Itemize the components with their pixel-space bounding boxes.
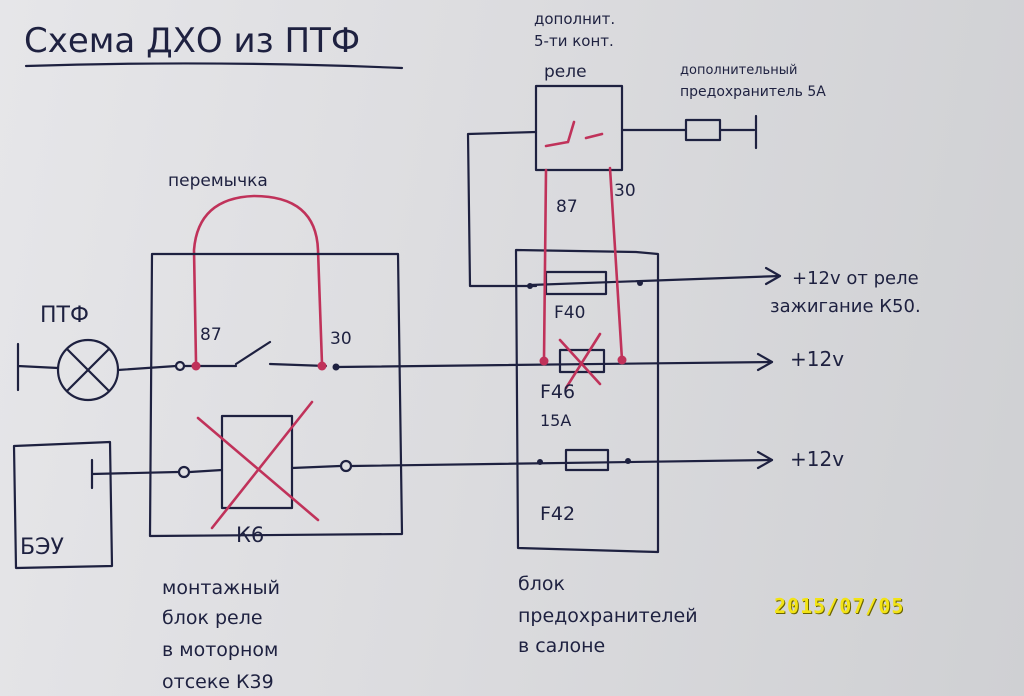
k6-terminal-right: [339, 459, 353, 473]
f40-terminal-right: [637, 280, 643, 286]
diagram-title: Схема ДХО из ПТФ: [24, 21, 360, 61]
fuse-block-box: [514, 248, 660, 554]
pin87-terminal: [174, 360, 186, 372]
fuse-block-caption-2: предохранителей: [518, 605, 698, 627]
f40-label: F40: [554, 303, 585, 323]
mount-block-caption-4: отсеке К39: [162, 671, 274, 693]
pin87-left-label: 87: [200, 325, 222, 345]
extra-fuse-symbol: [684, 118, 722, 142]
extra-relay-label-1: дополнит.: [534, 10, 615, 28]
f46-label: F46: [540, 381, 575, 403]
out-bot-label: +12v: [790, 447, 844, 471]
extra-relay-label-2: 5-ти конт.: [534, 32, 614, 50]
f46-red-joint-right: [617, 355, 627, 365]
k6-label: К6: [236, 523, 264, 547]
extra-fuse-label-2: предохранитель 5А: [680, 84, 826, 100]
out-top-label-2: зажигание К50.: [770, 296, 921, 317]
f42-fuse-symbol: [564, 448, 610, 472]
relay-feed-wire: [466, 130, 538, 288]
f46-cross-out: [558, 332, 602, 390]
date-stamp: 2015/07/05: [774, 594, 905, 618]
beu-label: БЭУ: [20, 535, 64, 560]
k6-relay-box: [220, 414, 294, 510]
k6-cross-out: [196, 400, 320, 530]
beu-box: [12, 440, 114, 570]
title-underline: [24, 62, 404, 70]
mount-block-caption-1: монтажный: [162, 577, 280, 599]
ptf-wire: [116, 364, 178, 372]
f46-amp-label: 15А: [540, 411, 571, 430]
ptf-lamp-cross: [66, 348, 110, 392]
extra-relay-label-3: реле: [544, 62, 587, 82]
out-top-label-1: +12v от реле: [792, 268, 919, 289]
fuse-block-caption-1: блок: [518, 573, 565, 595]
arrow-top: [764, 266, 782, 286]
extra-relay-contact: [544, 120, 604, 148]
mount-block-caption-2: блок реле: [162, 607, 263, 629]
jumper-label: перемычка: [168, 171, 268, 191]
k6-wires: [188, 464, 342, 474]
main-wire-f46: [334, 360, 774, 369]
relay-red-wires: [542, 166, 624, 362]
jumper-joint-87: [191, 361, 201, 371]
k39-relay-contact: [182, 340, 328, 368]
pin30-right-label: 30: [614, 181, 636, 201]
ptf-label: ПТФ: [40, 303, 89, 328]
wire-f40: [528, 274, 782, 287]
fuse-block-caption-3: в салоне: [518, 635, 605, 657]
f46-fuse-symbol: [558, 348, 606, 374]
extra-fuse-label-1: дополнительный: [680, 63, 797, 78]
beu-wire: [90, 458, 180, 490]
f46-red-joint-left: [539, 356, 549, 366]
bottom-wire-f42: [350, 458, 774, 468]
jumper-wire: [192, 194, 324, 366]
f42-label: F42: [540, 503, 575, 525]
mount-block-caption-3: в моторном: [162, 639, 278, 661]
f40-terminal-left: [527, 283, 533, 289]
f42-terminal-left: [537, 459, 543, 465]
arrow-bot: [756, 450, 774, 470]
pin87-right-label: 87: [556, 197, 578, 217]
arrow-mid: [756, 352, 774, 372]
pin30-left-label: 30: [330, 329, 352, 349]
extra-fuse-ground: [718, 114, 758, 150]
jumper-joint-30: [317, 361, 327, 371]
extra-relay-box: [534, 84, 624, 172]
mount-block-box: [148, 252, 404, 538]
ptf-ground: [16, 342, 60, 392]
k6-terminal-left: [177, 465, 191, 479]
f42-terminal-right: [625, 458, 631, 464]
out-mid-label: +12v: [790, 347, 844, 371]
